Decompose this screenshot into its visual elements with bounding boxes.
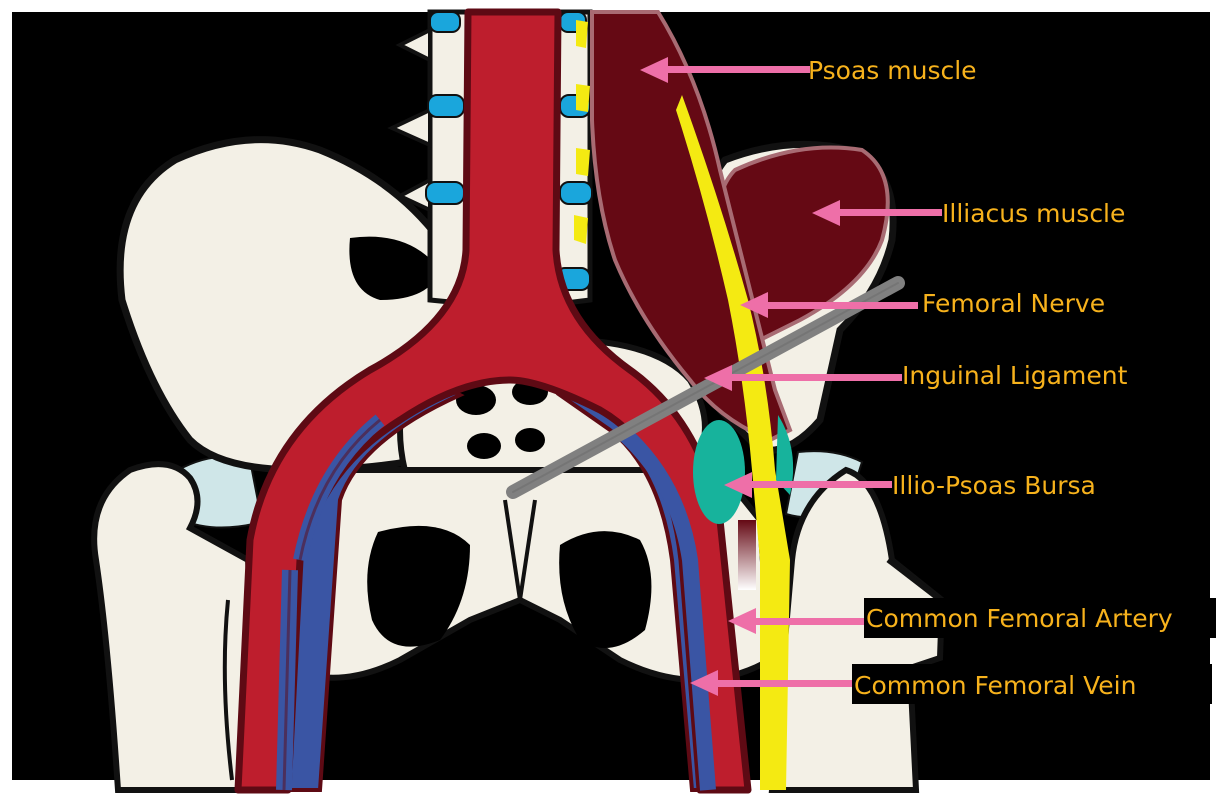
iliopsoas-bursa bbox=[693, 420, 745, 524]
disc-3 bbox=[426, 182, 464, 204]
disc-3-right bbox=[560, 182, 592, 204]
label-psoas: Psoas muscle bbox=[808, 56, 977, 85]
label-inguinal-ligament: Inguinal Ligament bbox=[902, 361, 1128, 390]
label-illio-psoas-bursa: Illio-Psoas Bursa bbox=[892, 471, 1096, 500]
sacral-foramen-4 bbox=[515, 428, 545, 452]
disc-1 bbox=[430, 12, 460, 32]
label-common-femoral-vein: Common Femoral Vein bbox=[854, 671, 1136, 700]
sacral-foramen-3 bbox=[467, 433, 501, 459]
vessel-fade bbox=[738, 520, 756, 590]
label-common-femoral-artery: Common Femoral Artery bbox=[866, 604, 1173, 633]
disc-2 bbox=[428, 95, 464, 117]
label-femoral-nerve: Femoral Nerve bbox=[922, 289, 1105, 318]
label-illiacus: Illiacus muscle bbox=[942, 199, 1125, 228]
